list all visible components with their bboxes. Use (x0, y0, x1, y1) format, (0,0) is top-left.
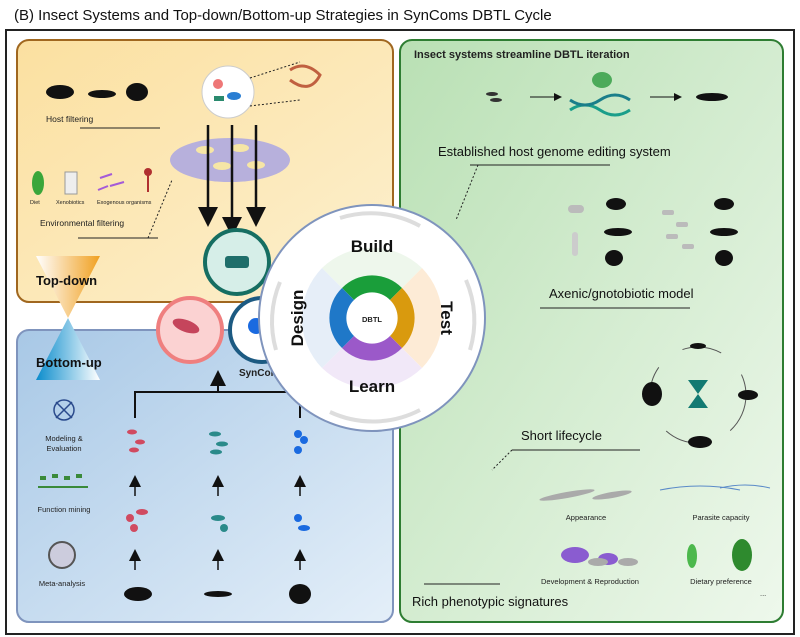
meta-analysis-icon (48, 541, 76, 569)
filter-arrows (198, 125, 266, 237)
hourglass-icon (688, 380, 708, 408)
bottom-up-triangle (36, 318, 100, 380)
stage-test: Test (437, 301, 456, 335)
phenotype-icons (539, 484, 771, 571)
factor-diet: Diet (30, 200, 40, 206)
phenotype-development: Development & Reproduction (541, 577, 639, 586)
environmental-factor-icons (32, 168, 152, 195)
filter-disc (170, 138, 290, 182)
test-segment (390, 288, 415, 348)
bottom-up-label: Bottom-up (36, 355, 102, 370)
lifecycle-label: Short lifecycle (521, 428, 602, 443)
up-arrows (129, 475, 306, 570)
axenic-label: Axenic/gnotobiotic model (549, 286, 694, 301)
genome-editing-label: Established host genome editing system (438, 144, 671, 159)
phenotype-appearance: Appearance (566, 513, 606, 522)
axenic-model-icons (568, 198, 738, 266)
top-down-triangle (36, 256, 100, 318)
meta-analysis-label: Meta-analysis (39, 579, 86, 588)
outer-frame (5, 29, 795, 635)
function-mining-label: Function mining (38, 505, 91, 514)
genome-editing-icons (486, 72, 728, 117)
lifecycle-icons (642, 343, 758, 448)
phenotype-ellipsis: ... (760, 589, 766, 598)
host-filtering-label: Host filtering (46, 114, 94, 124)
modeling-label-1: Modeling & (45, 434, 83, 443)
phenotype-parasite-capacity: Parasite capacity (692, 513, 749, 522)
factor-xenobiotics: Xenobiotics (56, 200, 85, 206)
microbe-pool-icon (201, 65, 255, 119)
gut-icon (289, 64, 322, 88)
phenotypes-label: Rich phenotypic signatures (412, 594, 569, 609)
syncoms-label: SynComs (239, 368, 286, 379)
modeling-label-2: Evaluation (46, 444, 81, 453)
neural-network-icon (53, 399, 75, 421)
dbtl-center-label: DBTL (362, 315, 382, 324)
stage-design: Design (288, 290, 307, 347)
learn-segment (342, 336, 402, 361)
stage-build: Build (351, 237, 394, 256)
design-segment (329, 288, 354, 348)
insect-icons-bottom (124, 584, 311, 604)
factor-exogenous-organisms: Exogenous organisms (97, 200, 152, 206)
dbtl-wheel (258, 204, 486, 432)
function-mining-icon (38, 474, 88, 488)
phenotype-dietary: Dietary preference (690, 577, 752, 586)
stage-learn: Learn (349, 377, 395, 396)
environmental-filtering-label: Environmental filtering (40, 218, 124, 228)
figure-title: (B) Insect Systems and Top-down/Bottom-u… (14, 7, 552, 24)
top-down-label: Top-down (36, 273, 97, 288)
build-segment (342, 275, 402, 300)
microbe-columns (126, 429, 310, 532)
insect-icons-top (46, 83, 148, 101)
insect-panel-title: Insect systems streamline DBTL iteration (414, 49, 630, 61)
